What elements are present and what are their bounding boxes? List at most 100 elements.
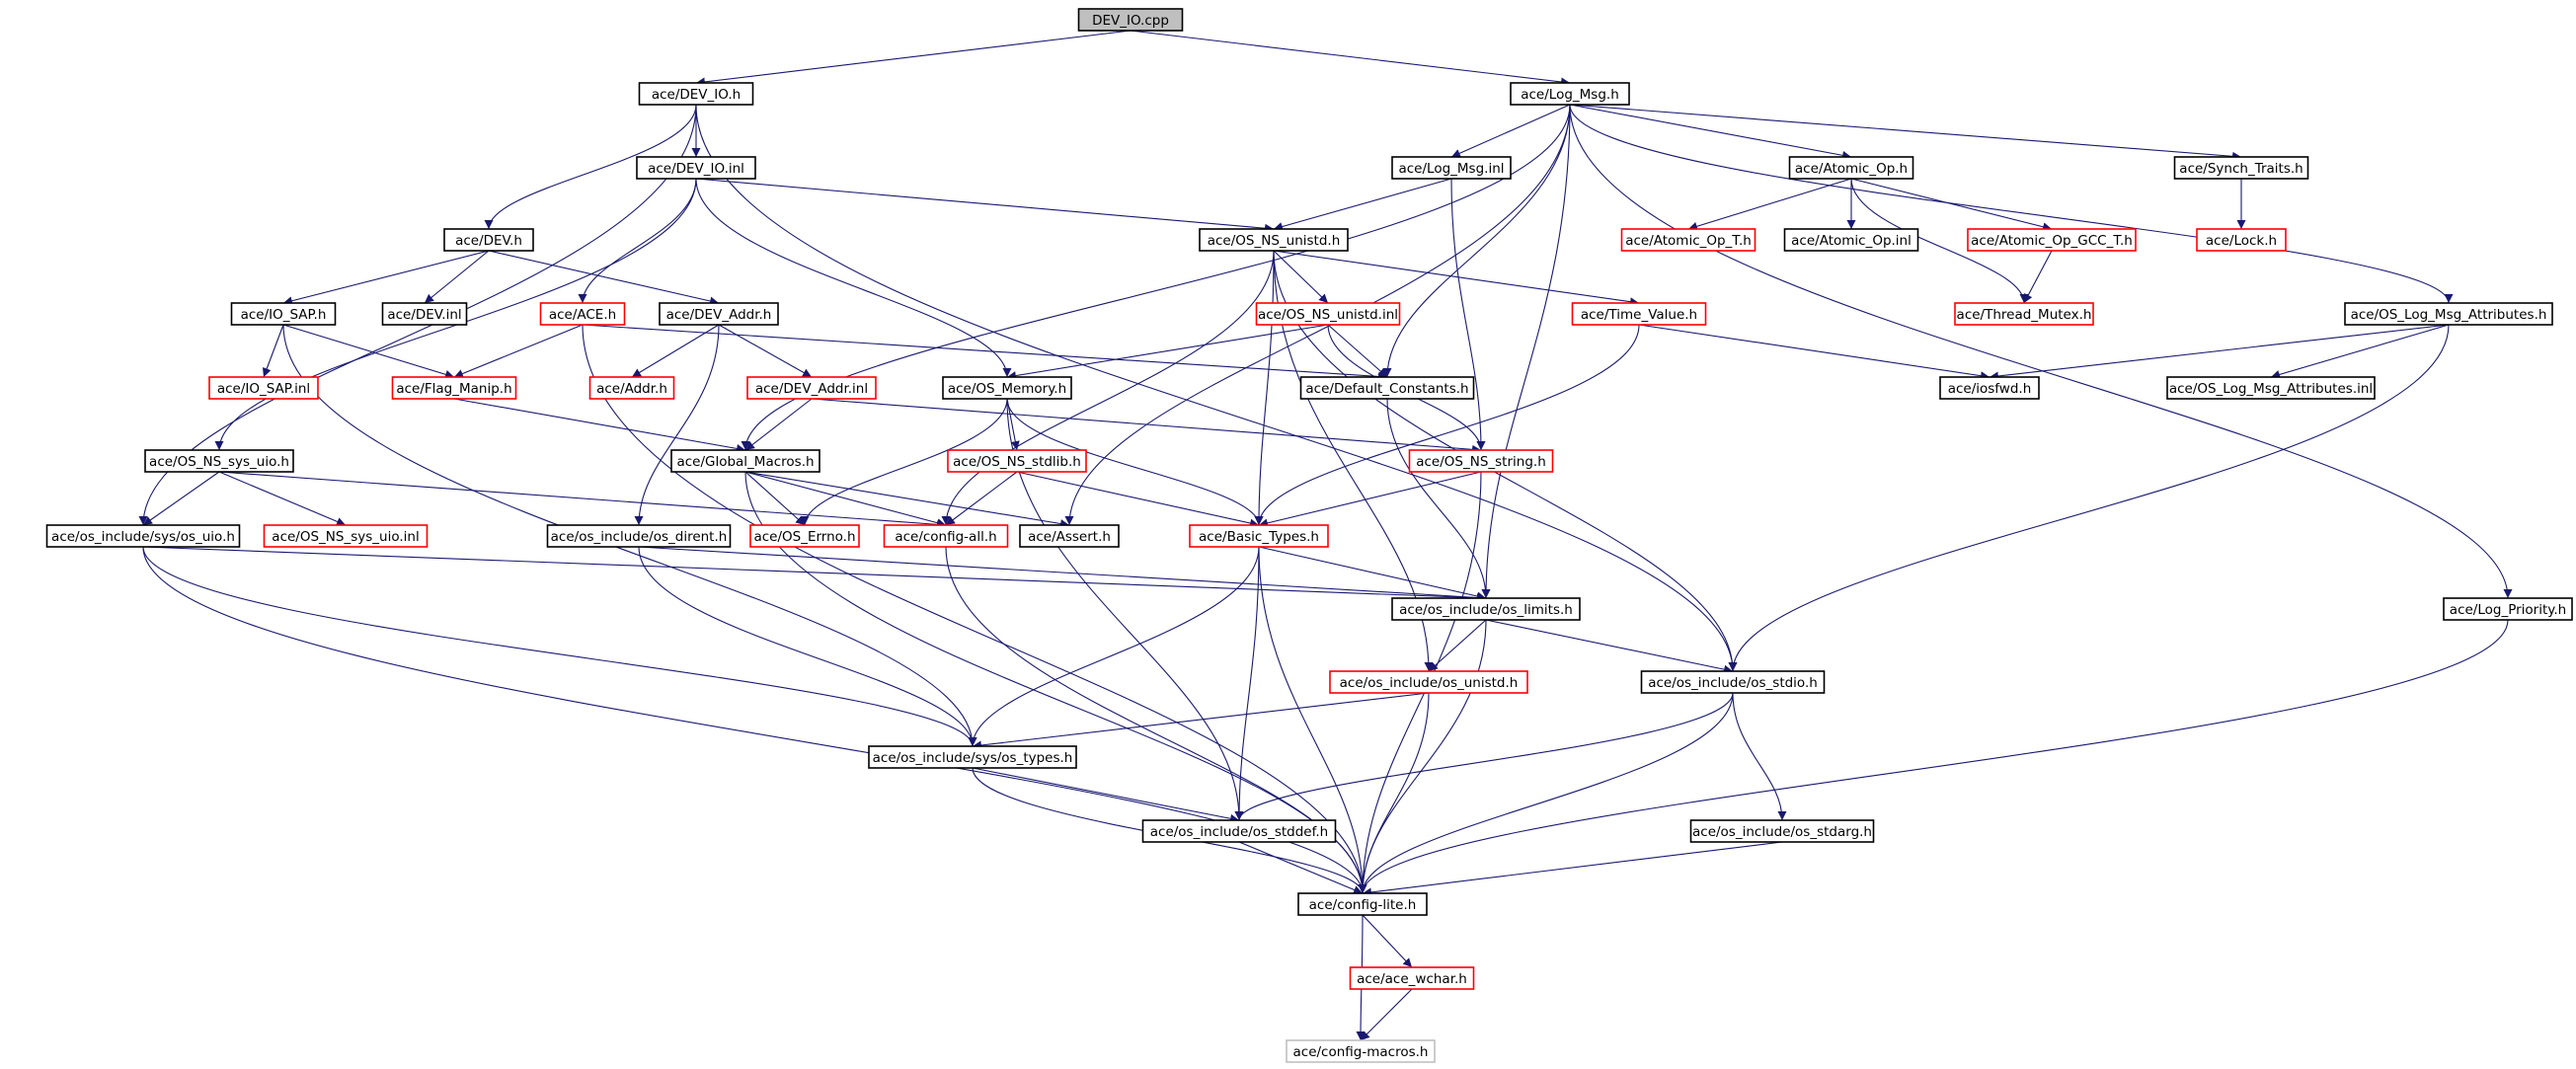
edge-arrow [488, 250, 720, 306]
node-atomic_op_t_h[interactable]: ace/Atomic_Op_T.h [1620, 228, 1756, 252]
edge-dev_io_h-to-os_stdio_h [695, 104, 1738, 672]
node-os_ns_sys_uio_inl[interactable]: ace/OS_NS_sys_uio.inl [263, 524, 429, 548]
node-os_errno_h[interactable]: ace/OS_Errno.h [749, 524, 860, 548]
node-os_stddef_h[interactable]: ace/os_include/os_stddef.h [1141, 819, 1337, 843]
node-os_ns_stdlib_h[interactable]: ace/OS_NS_stdlib.h [947, 449, 1087, 473]
node-os_log_msg_attr_h[interactable]: ace/OS_Log_Msg_Attributes.h [2344, 302, 2553, 326]
node-atomic_op_gcc_t_h[interactable]: ace/Atomic_Op_GCC_T.h [1967, 228, 2137, 252]
edge-arrow [1850, 178, 2053, 232]
node-label: ace/ace_wchar.h [1357, 971, 1467, 987]
node-dev_io_cpp[interactable]: DEV_IO.cpp [1077, 8, 1184, 32]
node-assert_h[interactable]: ace/Assert.h [1019, 524, 1120, 548]
node-dev_io_h[interactable]: ace/DEV_IO.h [638, 82, 754, 106]
node-box [1783, 228, 1919, 252]
node-io_sap_inl[interactable]: ace/IO_SAP.inl [208, 376, 319, 400]
node-log_msg_h[interactable]: ace/Log_Msg.h [1510, 82, 1630, 106]
node-iosfwd_h[interactable]: ace/iosfwd.h [1939, 376, 2040, 400]
node-lock_h[interactable]: ace/Lock.h [2196, 228, 2287, 252]
node-label: ace/os_include/os_stddef.h [1150, 824, 1328, 840]
node-log_priority_h[interactable]: ace/Log_Priority.h [2443, 597, 2573, 621]
edge-arrow [1386, 398, 1491, 599]
edge-log_msg_h-to-synch_traits_h [1569, 104, 2242, 161]
edge-log_msg_inl-to-os_ns_string_h [1450, 178, 1486, 451]
node-os_ns_unistd_h[interactable]: ace/OS_NS_unistd.h [1199, 228, 1349, 252]
node-box [1199, 228, 1349, 252]
edge-arrow [1485, 619, 1734, 674]
edge-atomic_op_h-to-thread_mutex_h [1850, 178, 2029, 304]
node-config_macros_h[interactable]: ace/config-macros.h [1286, 1039, 1436, 1063]
edge-io_sap_h-to-io_sap_inl [262, 324, 284, 378]
node-ace_h[interactable]: ace/ACE.h [539, 302, 626, 326]
edge-arrow [1450, 104, 1571, 158]
node-label: ace/Assert.h [1028, 529, 1111, 545]
node-dev_addr_inl[interactable]: ace/DEV_Addr.inl [746, 376, 877, 400]
node-box [1689, 819, 1875, 843]
node-dev_io_inl[interactable]: ace/DEV_IO.inl [636, 156, 756, 180]
edge-arrow [1382, 104, 1571, 378]
edge-log_msg_h-to-log_priority_h [1569, 104, 2513, 599]
node-dev_h[interactable]: ace/DEV.h [443, 228, 534, 252]
node-label: ace/Log_Priority.h [2450, 602, 2566, 618]
node-os_memory_h[interactable]: ace/OS_Memory.h [942, 376, 1072, 400]
node-default_constants_h[interactable]: ace/Default_Constants.h [1299, 376, 1475, 400]
edge-arrow [1273, 178, 1452, 231]
node-log_msg_inl[interactable]: ace/Log_Msg.inl [1391, 156, 1512, 180]
node-os_log_msg_attr_inl[interactable]: ace/OS_Log_Msg_Attributes.inl [2166, 376, 2376, 400]
node-os_dirent_h[interactable]: ace/os_include/os_dirent.h [546, 524, 732, 548]
edge-arrow [1428, 619, 1487, 672]
edge-dev_addr_h-to-os_dirent_h [634, 324, 720, 526]
node-config_lite_h[interactable]: ace/config-lite.h [1297, 892, 1428, 916]
edge-arrow [424, 250, 490, 304]
node-time_value_h[interactable]: ace/Time_Value.h [1571, 302, 1707, 326]
node-dev_inl[interactable]: ace/DEV.inl [381, 302, 468, 326]
node-os_ns_unistd_inl[interactable]: ace/OS_NS_unistd.inl [1255, 302, 1401, 326]
edge-arrow [1481, 104, 1571, 599]
node-label: ace/Atomic_Op_GCC_T.h [1971, 233, 2133, 249]
node-label: ace/IO_SAP.inl [217, 381, 310, 397]
edge-arrow [484, 104, 697, 230]
edge-arrow [1732, 692, 1787, 821]
edge-arrow [695, 178, 1275, 233]
edge-dev_io_inl-to-os_ns_unistd_h [695, 178, 1275, 233]
node-dev_addr_h[interactable]: ace/DEV_Addr.h [659, 302, 779, 326]
node-label: ace/Atomic_Op.h [1795, 161, 1908, 177]
node-label: ace/Synch_Traits.h [2179, 161, 2303, 177]
node-basic_types_h[interactable]: ace/Basic_Types.h [1189, 524, 1329, 548]
node-box [1189, 524, 1329, 548]
edge-os_ns_stdlib_h-to-basic_types_h [1016, 471, 1260, 528]
node-os_limits_h[interactable]: ace/os_include/os_limits.h [1391, 597, 1581, 621]
node-label: ace/os_include/os_dirent.h [551, 529, 728, 545]
node-label: ace/Lock.h [2206, 233, 2277, 249]
node-os_unistd_h[interactable]: ace/os_include/os_unistd.h [1329, 670, 1528, 694]
edge-os_sys_types_h-to-os_stddef_h [972, 767, 1240, 823]
edge-arrow [695, 104, 1738, 672]
node-global_macros_h[interactable]: ace/Global_Macros.h [670, 449, 820, 473]
node-os_stdarg_h[interactable]: ace/os_include/os_stdarg.h [1689, 819, 1875, 843]
node-io_sap_h[interactable]: ace/IO_SAP.h [230, 302, 337, 326]
node-thread_mutex_h[interactable]: ace/Thread_Mutex.h [1954, 302, 2094, 326]
node-label: ace/OS_NS_unistd.inl [1258, 307, 1398, 323]
node-box [746, 376, 877, 400]
edge-arrow [218, 471, 947, 529]
edge-config_all_h-to-config_lite_h [945, 546, 1367, 894]
node-ace_wchar_h[interactable]: ace/ace_wchar.h [1349, 966, 1475, 990]
node-addr_h[interactable]: ace/Addr.h [588, 376, 675, 400]
node-box [2344, 302, 2553, 326]
node-os_stdio_h[interactable]: ace/os_include/os_stdio.h [1640, 670, 1826, 694]
edge-arrow [2270, 324, 2450, 379]
edge-arrow [453, 398, 746, 453]
node-atomic_op_h[interactable]: ace/Atomic_Op.h [1788, 156, 1914, 180]
node-os_ns_sys_uio_h[interactable]: ace/OS_NS_sys_uio.h [144, 449, 294, 473]
node-os_sys_uio_h[interactable]: ace/os_include/sys/os_uio.h [45, 524, 241, 548]
node-os_ns_string_h[interactable]: ace/OS_NS_string.h [1408, 449, 1554, 473]
edge-arrow [282, 324, 455, 379]
node-flag_manip_h[interactable]: ace/Flag_Manip.h [391, 376, 517, 400]
node-label: ace/Atomic_Op.inl [1791, 233, 1912, 249]
node-atomic_op_inl[interactable]: ace/Atomic_Op.inl [1783, 228, 1919, 252]
node-config_all_h[interactable]: ace/config-all.h [883, 524, 1009, 548]
node-synch_traits_h[interactable]: ace/Synch_Traits.h [2173, 156, 2309, 180]
node-os_sys_types_h[interactable]: ace/os_include/sys/os_types.h [868, 745, 1077, 769]
node-label: ace/Atomic_Op_T.h [1625, 233, 1752, 249]
edge-dev_addr_inl-to-global_macros_h [744, 398, 813, 451]
edge-arrow [941, 250, 1275, 526]
